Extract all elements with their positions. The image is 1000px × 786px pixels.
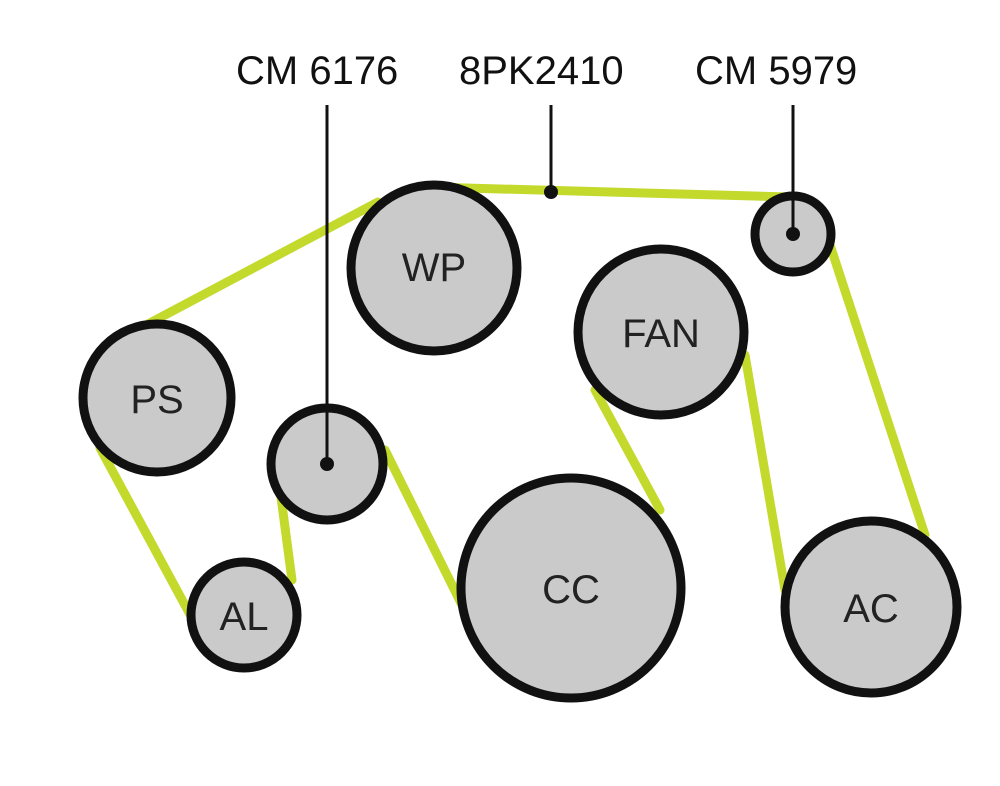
pulley-al: AL (186, 557, 302, 673)
callout-belt: 8PK2410 (459, 49, 624, 199)
pulley-fan-label: FAN (622, 312, 700, 356)
pulley-fan-circle (573, 244, 749, 420)
pulley-ac: AC (780, 516, 962, 698)
belt-segment-ac-fan (740, 350, 790, 595)
belt-segment-idler-left-al (276, 492, 297, 585)
pulley-wp: WP (346, 180, 522, 356)
pulley-cc-circle (456, 473, 686, 703)
pulley-cc-label: CC (542, 568, 600, 612)
pulley-wp-label: WP (402, 246, 466, 290)
callout-idler-left-label: CM 6176 (236, 49, 398, 93)
pulley-ac-circle (780, 516, 962, 698)
pulley-al-circle (186, 557, 302, 673)
belt-segment-ps-wp (143, 197, 383, 329)
callout-idler-right: CM 5979 (695, 49, 857, 241)
belt-segment-al-ps (95, 443, 198, 625)
belt-segment-cc-idler-left (380, 445, 467, 610)
pulley-wp-circle (346, 180, 522, 356)
callout-belt-dot (544, 185, 558, 199)
callout-belt-label: 8PK2410 (459, 49, 624, 93)
pulley-ps-label: PS (130, 378, 183, 422)
pulley-ps: PS (78, 319, 236, 477)
pulley-ps-circle (78, 319, 236, 477)
belt-segment-fan-cc (590, 385, 665, 515)
belt-segment-wp-idler-right (425, 182, 795, 202)
belt (95, 182, 930, 625)
callout-idler-right-label: CM 5979 (695, 49, 857, 93)
pulley-ac-label: AC (843, 587, 899, 631)
belt-segment-idler-right-ac (825, 240, 930, 540)
pulley-fan: FAN (573, 244, 749, 420)
pulley-al-label: AL (220, 595, 269, 639)
callout-idler-left-dot (320, 457, 334, 471)
callout-idler-right-dot (786, 227, 800, 241)
pulley-cc: CC (456, 473, 686, 703)
callout-idler-left: CM 6176 (236, 49, 398, 471)
